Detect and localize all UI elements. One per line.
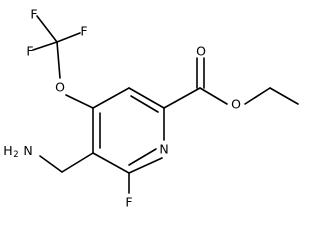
bond-n-c2-inner [128, 148, 157, 166]
atom-f2: F [80, 24, 87, 39]
bond-oester-ch2 [244, 87, 271, 105]
atom-o-ether: O [55, 80, 65, 95]
atom-o-carbonyl: O [196, 44, 206, 59]
bond-c-f1 [36, 15, 58, 43]
atom-n-ring: N [159, 142, 168, 157]
atom-nh2: H 2 N [3, 142, 32, 164]
bonds [32, 15, 299, 194]
atom-labels: F F F O O O N F H 2 N [3, 7, 241, 210]
bond-c5-c6 [128, 87, 165, 109]
structure-canvas: F F F O O O N F H 2 N [3, 7, 299, 210]
bond-c4-c5 [92, 87, 130, 109]
bond-o-c4 [65, 94, 94, 109]
bond-ch2-nh2 [39, 155, 63, 173]
bond-c3-ch2 [61, 152, 94, 173]
bond-n-c2 [128, 157, 163, 174]
bond-c-f2 [56, 32, 81, 43]
bond-ch2-ch3 [269, 87, 299, 105]
bond-cf3-o [56, 41, 61, 79]
atom-f1: F [30, 7, 37, 22]
atom-o-ester: O [231, 97, 241, 112]
bond-c-oester [199, 87, 228, 105]
bond-c6-cco [163, 87, 201, 109]
atom-f-ring: F [125, 195, 132, 210]
atom-nh2-n: N [23, 143, 32, 158]
atom-nh2-h: H [3, 143, 12, 158]
bond-c2-c3 [92, 152, 130, 174]
atom-f3: F [26, 44, 33, 59]
bond-c5-c6-inner [130, 95, 159, 113]
molecule-structure-diagram: F F F O O O N F H 2 N [3, 7, 299, 210]
atom-nh2-subscript: 2 [13, 150, 18, 160]
bond-c-f3 [32, 41, 58, 51]
